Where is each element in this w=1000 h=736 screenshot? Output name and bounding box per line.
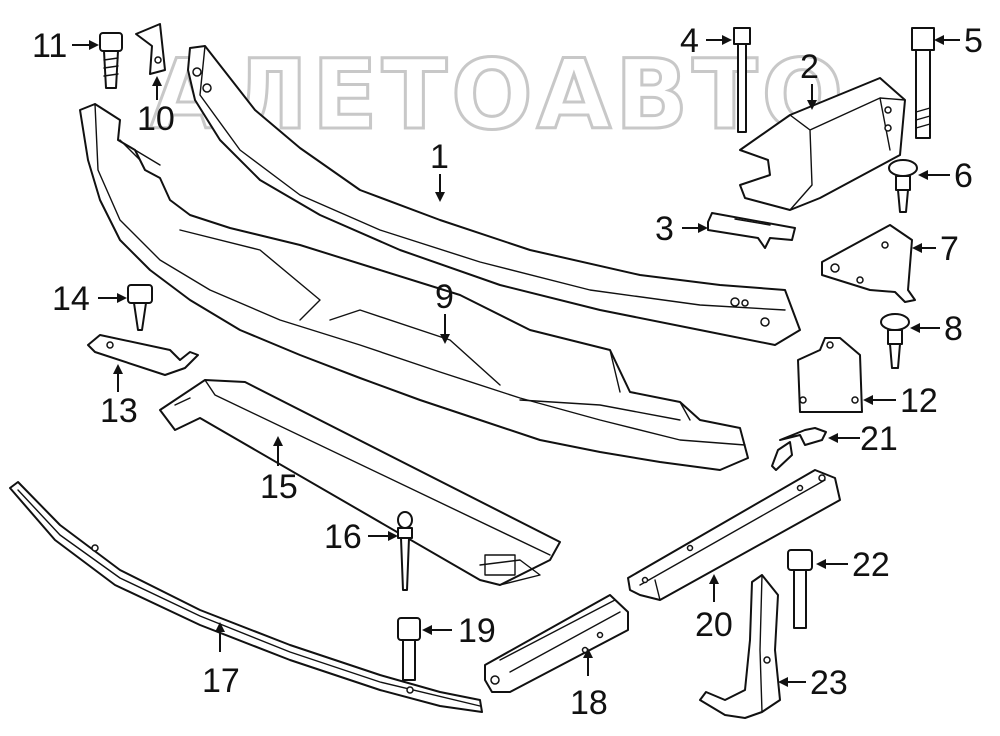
callout-13: 13 [100, 392, 138, 430]
leader-lines [72, 35, 960, 687]
callout-9: 9 [435, 278, 454, 316]
part-8-screw [880, 313, 910, 369]
part-22-bolt [787, 549, 813, 629]
callout-15: 15 [260, 468, 298, 506]
callout-2: 2 [800, 48, 819, 86]
part-6-screw [888, 159, 918, 213]
part-19-bolt [397, 617, 421, 681]
part-11-bolt [99, 32, 123, 89]
callout-10: 10 [137, 100, 175, 138]
part-23-bracket [699, 574, 781, 719]
callout-16: 16 [324, 518, 362, 556]
callout-7: 7 [940, 230, 959, 268]
part-15-lower-support [159, 379, 561, 586]
part-10-clip [135, 23, 166, 75]
part-9-energy-absorber [79, 103, 749, 471]
callout-5: 5 [964, 22, 983, 60]
callout-19: 19 [458, 612, 496, 650]
part-18-support [484, 594, 629, 693]
callout-8: 8 [944, 310, 963, 348]
callout-14: 14 [52, 280, 90, 318]
part-17-lower-strip [9, 481, 483, 713]
callout-17: 17 [202, 662, 240, 700]
part-2-crash-box [739, 77, 906, 211]
part-16-rivet [397, 511, 413, 591]
callout-23: 23 [810, 664, 848, 702]
part-1-bumper-reinforcement [187, 45, 801, 346]
callout-1: 1 [430, 138, 449, 176]
callout-21: 21 [860, 420, 898, 458]
callout-20: 20 [695, 606, 733, 644]
callout-18: 18 [570, 684, 608, 722]
part-7-bracket [821, 224, 916, 303]
part-20-rail [627, 469, 841, 601]
part-4-bolt [733, 27, 751, 133]
part-13-bracket [87, 334, 199, 376]
part-12-bracket [797, 337, 863, 413]
callout-4: 4 [680, 22, 699, 60]
part-3-bracket [707, 212, 796, 249]
part-21-clip [771, 427, 827, 471]
callout-22: 22 [852, 546, 890, 584]
callout-11: 11 [32, 27, 67, 65]
callout-3: 3 [655, 210, 674, 248]
part-14-bolt [127, 284, 153, 331]
callout-12: 12 [900, 382, 938, 420]
part-5-bolt [911, 27, 935, 139]
callout-6: 6 [954, 157, 973, 195]
